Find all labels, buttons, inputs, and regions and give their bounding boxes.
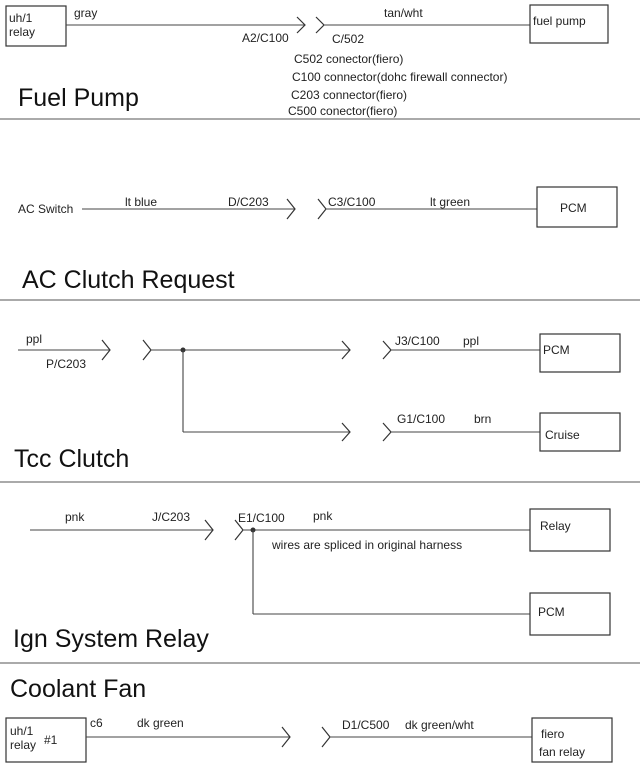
pcm-box xyxy=(529,592,611,636)
note-c100: C100 connector(dohc firewall connector) xyxy=(292,70,507,84)
pnk-label: pnk xyxy=(313,509,333,523)
fuel-pump-label: fuel pump xyxy=(533,14,586,28)
connector-receptacle xyxy=(142,339,152,361)
fan-relay-label-line1: fiero xyxy=(541,727,565,741)
uh1-relay-box xyxy=(5,717,87,763)
cruise-label: Cruise xyxy=(545,428,580,442)
note-c502: C502 conector(fiero) xyxy=(294,52,403,66)
connector-receptacle xyxy=(317,198,327,220)
connector-receptacle xyxy=(382,340,392,360)
relay-label-line1: uh/1 xyxy=(9,11,33,25)
d1-c500-label: D1/C500 xyxy=(342,718,390,732)
relay-label-line2: relay xyxy=(10,738,36,752)
pcm-box xyxy=(536,186,618,228)
note-c203: C203 connector(fiero) xyxy=(291,88,407,102)
ac-clutch-section: AC Switch lt blue D/C203 C3/C100 lt gree… xyxy=(18,186,618,294)
relay-label: Relay xyxy=(540,519,571,533)
coolant-fan-section: Coolant Fan uh/1 relay #1 c6 dk green D1… xyxy=(5,675,613,763)
note-c500: C500 conector(fiero) xyxy=(288,104,397,118)
c502-label: C/502 xyxy=(332,32,364,46)
p-c203-label: P/C203 xyxy=(46,357,86,371)
tan-wht-label: tan/wht xyxy=(384,6,423,20)
c6-label: c6 xyxy=(90,716,103,730)
connector-arrow xyxy=(341,340,351,360)
splice-note: wires are spliced in original harness xyxy=(271,538,462,552)
coolant-fan-title: Coolant Fan xyxy=(10,675,146,703)
pcm-box xyxy=(539,333,621,373)
connector-receptacle xyxy=(321,726,331,748)
relay-label-line2: relay xyxy=(9,25,35,39)
lt-blue-label: lt blue xyxy=(125,195,157,209)
connector-arrow xyxy=(286,198,296,220)
pnk-wire-label: pnk xyxy=(65,510,85,524)
fan-relay-label-line2: fan relay xyxy=(539,745,585,759)
tcc-clutch-section: ppl P/C203 J3/C100 ppl PCM G1/C100 brn C… xyxy=(14,332,621,473)
connector-arrow xyxy=(204,519,214,541)
dk-green-label: dk green xyxy=(137,716,184,730)
brn-label: brn xyxy=(474,412,491,426)
gray-wire-label: gray xyxy=(74,6,97,20)
cruise-box xyxy=(539,412,621,452)
d-c203-label: D/C203 xyxy=(228,195,269,209)
ign-relay-title: Ign System Relay xyxy=(13,625,209,653)
pcm-label: PCM xyxy=(560,201,587,215)
connector-arrow xyxy=(281,726,291,748)
ac-clutch-title: AC Clutch Request xyxy=(22,266,235,294)
pcm-label: PCM xyxy=(543,343,570,357)
tcc-clutch-title: Tcc Clutch xyxy=(14,445,129,473)
fuel-pump-title: Fuel Pump xyxy=(18,84,139,112)
j-c203-label: J/C203 xyxy=(152,510,190,524)
e1-c100-label: E1/C100 xyxy=(238,511,285,525)
fuel-pump-box xyxy=(529,4,609,44)
relay-label-line1: uh/1 xyxy=(10,724,34,738)
ppl-label: ppl xyxy=(463,334,479,348)
connector-receptacle xyxy=(315,16,325,34)
dk-green-wht-label: dk green/wht xyxy=(405,718,474,732)
connector-arrow xyxy=(341,422,351,442)
ign-relay-section: pnk J/C203 E1/C100 pnk wires are spliced… xyxy=(13,508,611,653)
connector-arrow xyxy=(296,16,306,34)
j3-c100-label: J3/C100 xyxy=(395,334,440,348)
lt-green-label: lt green xyxy=(430,195,470,209)
a2-c100-label: A2/C100 xyxy=(242,31,289,45)
connector-arrow xyxy=(101,339,111,361)
uh1-relay-box xyxy=(5,5,67,47)
fuel-pump-section: uh/1 relay gray A2/C100 C/502 tan/wht fu… xyxy=(5,4,609,118)
ac-switch-label: AC Switch xyxy=(18,202,73,216)
pcm-label: PCM xyxy=(538,605,565,619)
ppl-wire-label: ppl xyxy=(26,332,42,346)
c3-c100-label: C3/C100 xyxy=(328,195,376,209)
relay-box xyxy=(529,508,611,552)
relay-number-label: #1 xyxy=(44,733,58,747)
connector-receptacle xyxy=(382,422,392,442)
fiero-fan-relay-box xyxy=(531,717,613,763)
g1-c100-label: G1/C100 xyxy=(397,412,445,426)
